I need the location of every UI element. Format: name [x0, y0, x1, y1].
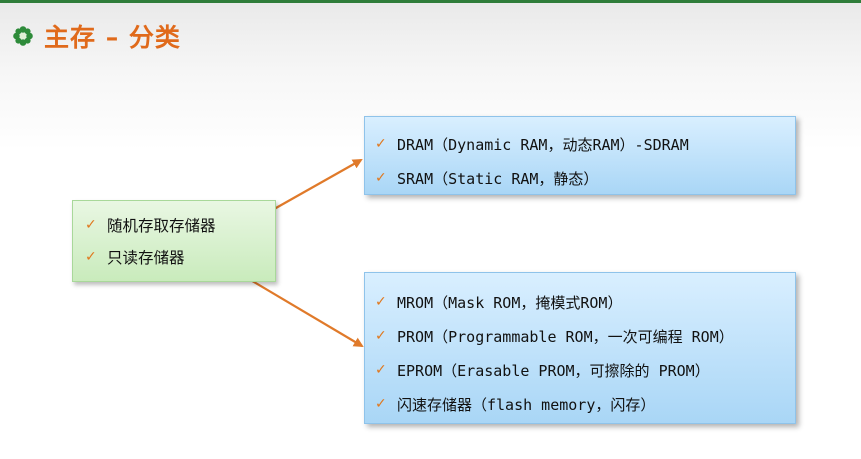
- list-item: ✓ PROM（Programmable ROM，一次可编程 ROM）: [375, 319, 795, 353]
- memory-types-box: ✓ 随机存取存储器 ✓ 只读存储器: [72, 200, 276, 282]
- item-text: 闪速存储器（flash memory，闪存）: [397, 395, 656, 414]
- list-item: ✓ 随机存取存储器: [85, 209, 275, 241]
- item-text: 只读存储器: [107, 249, 185, 267]
- list-item: ✓ EPROM（Erasable PROM，可擦除的 PROM）: [375, 353, 795, 387]
- slide-title: 主存 – 分类: [44, 23, 181, 52]
- slide-header: 主存 – 分类: [12, 18, 181, 54]
- check-icon: ✓: [85, 249, 97, 265]
- flower-bullet-icon: [13, 26, 33, 46]
- check-icon: ✓: [375, 396, 387, 412]
- rom-types-box: ✓ MROM（Mask ROM，掩模式ROM） ✓ PROM（Programma…: [364, 272, 796, 424]
- ram-types-box: ✓ DRAM（Dynamic RAM，动态RAM）-SDRAM ✓ SRAM（S…: [364, 116, 796, 195]
- top-accent-line: [0, 0, 861, 3]
- list-item: ✓ MROM（Mask ROM，掩模式ROM）: [375, 285, 795, 319]
- item-text: EPROM（Erasable PROM，可擦除的 PROM）: [397, 361, 710, 380]
- list-item: ✓ 只读存储器: [85, 241, 275, 273]
- arrow-to-ram: [259, 159, 363, 218]
- item-text: PROM（Programmable ROM，一次可编程 ROM）: [397, 327, 734, 346]
- item-text: MROM（Mask ROM，掩模式ROM）: [397, 293, 623, 312]
- list-item: ✓ SRAM（Static RAM，静态）: [375, 161, 795, 195]
- check-icon: ✓: [375, 170, 387, 186]
- item-text: 随机存取存储器: [107, 217, 216, 235]
- item-text: DRAM（Dynamic RAM，动态RAM）-SDRAM: [397, 135, 689, 154]
- check-icon: ✓: [375, 362, 387, 378]
- check-icon: ✓: [375, 136, 387, 152]
- item-text: SRAM（Static RAM，静态）: [397, 169, 599, 188]
- check-icon: ✓: [85, 217, 97, 233]
- check-icon: ✓: [375, 328, 387, 344]
- check-icon: ✓: [375, 294, 387, 310]
- list-item: ✓ DRAM（Dynamic RAM，动态RAM）-SDRAM: [375, 127, 795, 161]
- list-item: ✓ 闪速存储器（flash memory，闪存）: [375, 387, 795, 421]
